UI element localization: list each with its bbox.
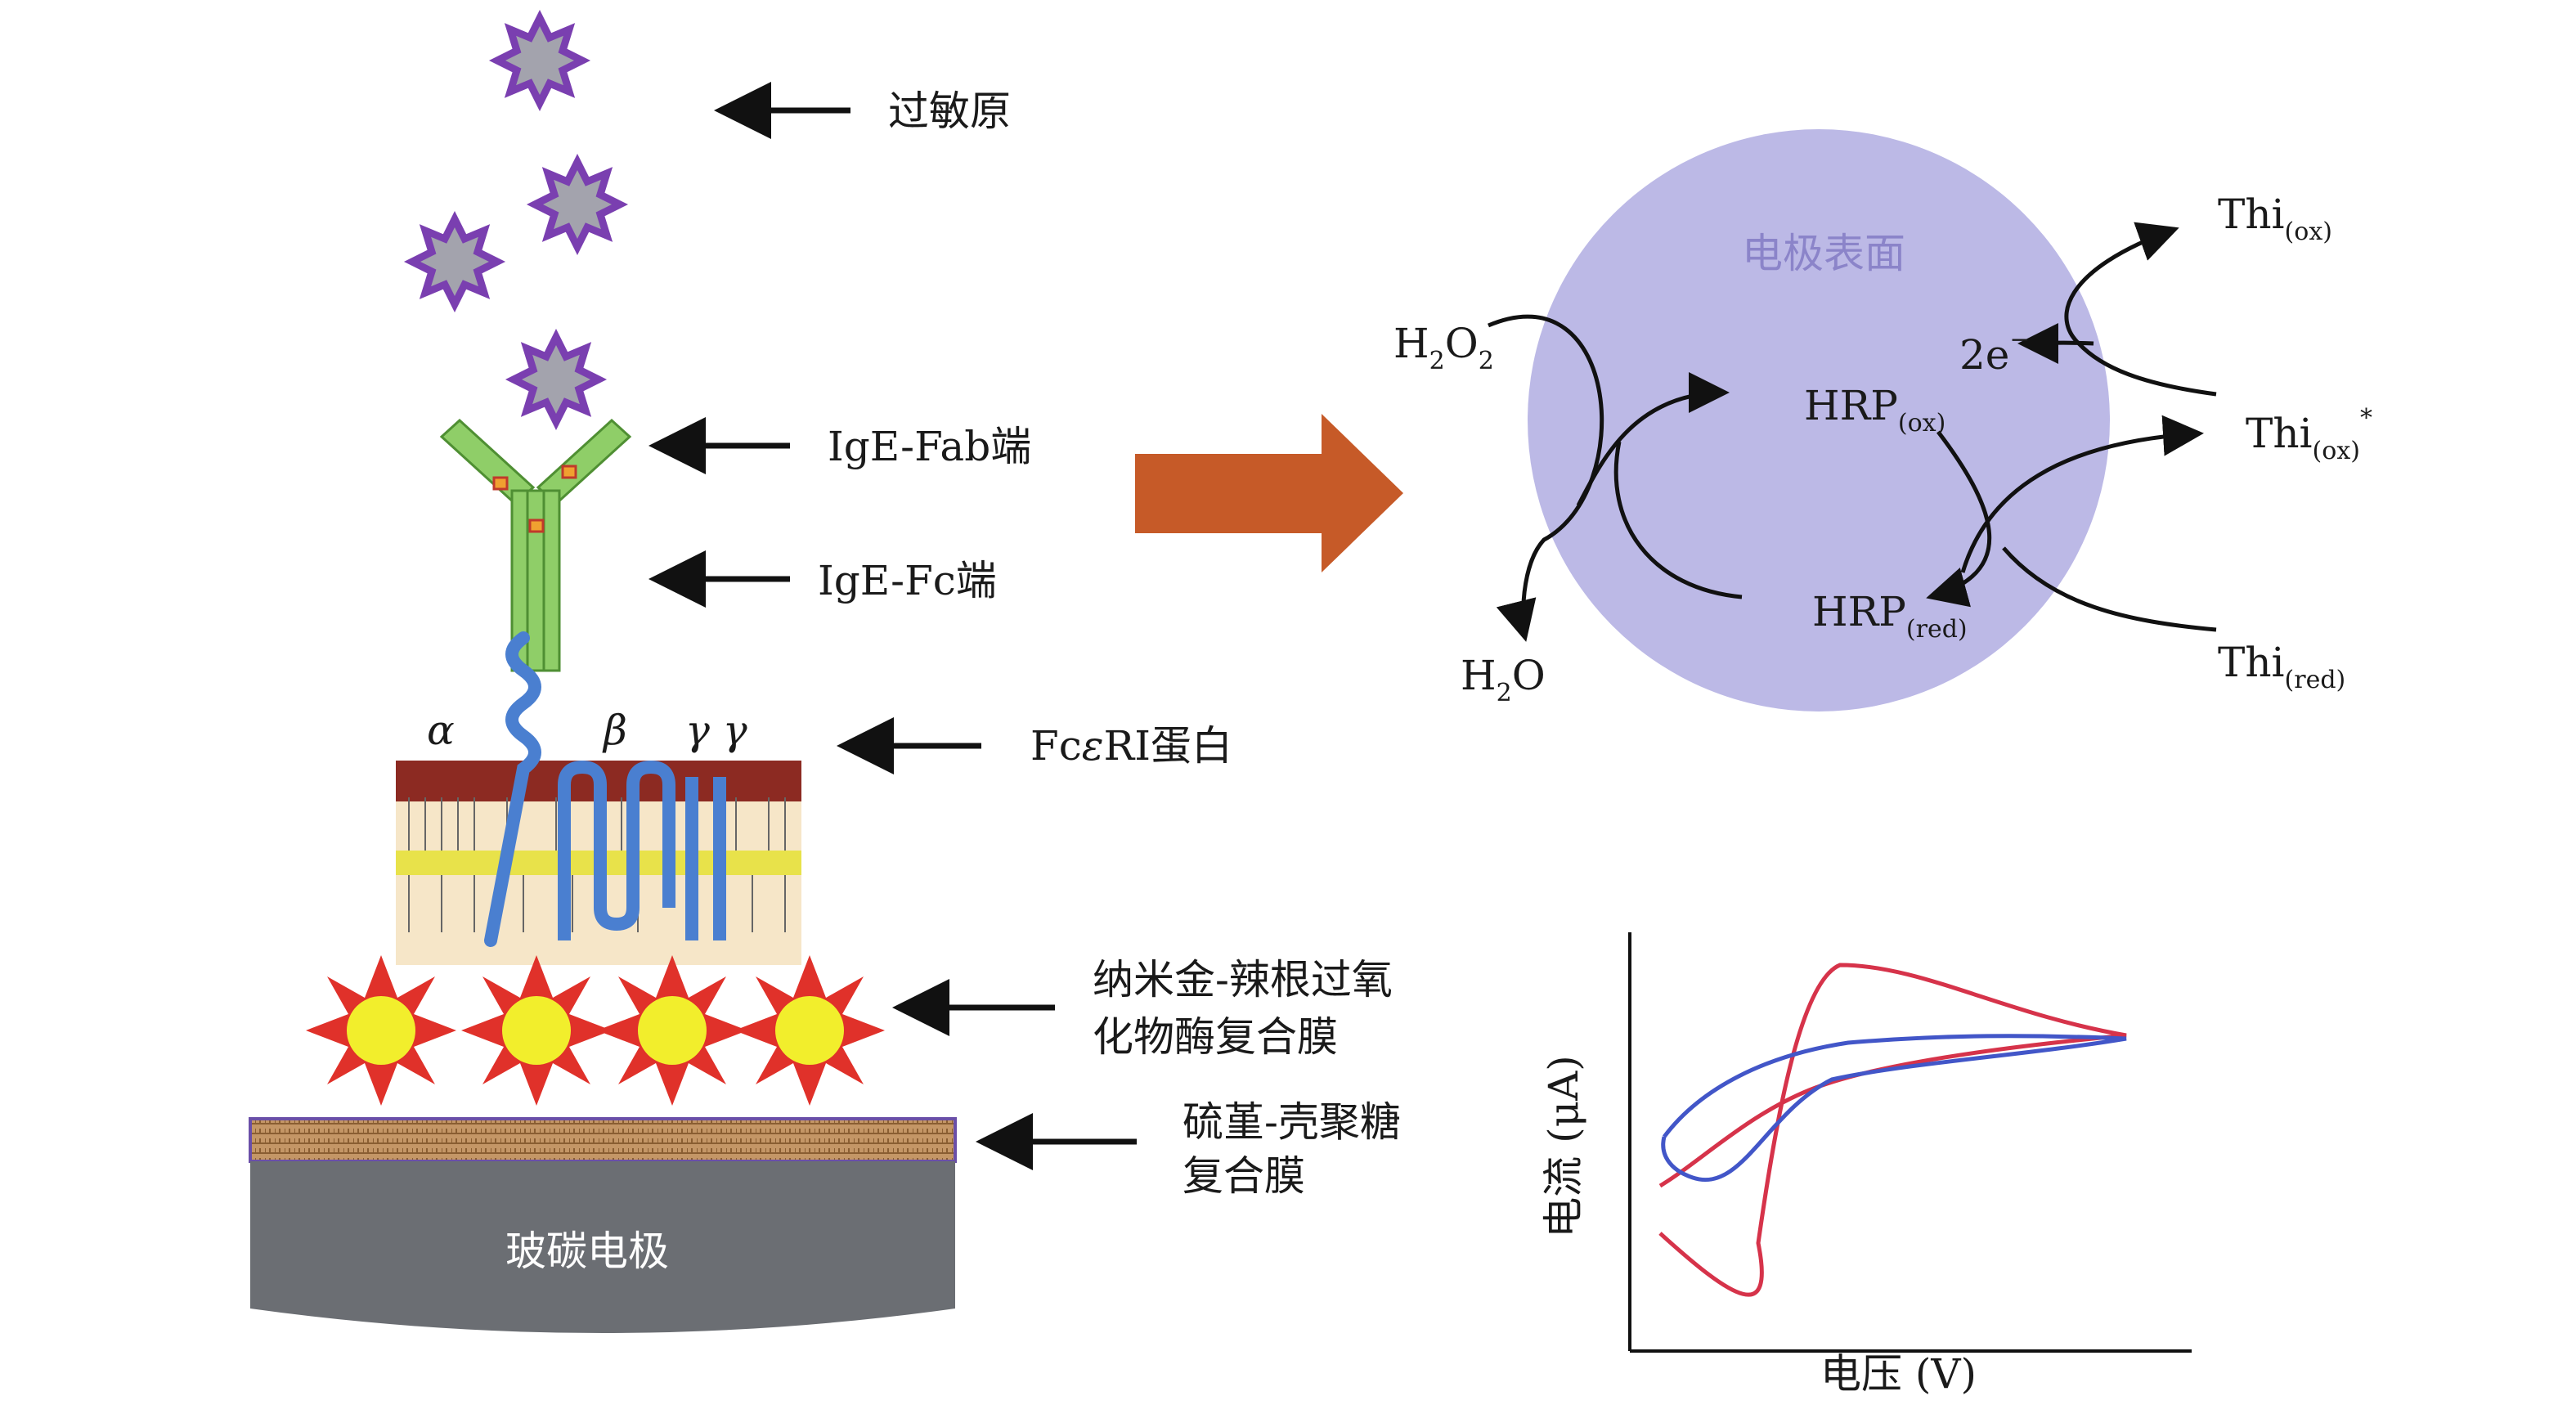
fceri-epsilon: ε (1081, 722, 1104, 770)
nanogold-label-line2: 化物酶复合膜 (1093, 1013, 1338, 1061)
transition-arrow (1135, 414, 1403, 572)
alpha-label: α (427, 707, 455, 754)
allergen-particle (526, 153, 629, 256)
thionine-film (249, 1117, 957, 1163)
thionine-label-line1: 硫堇-壳聚糖 (1183, 1098, 1401, 1146)
reaction-arrows (1488, 222, 2217, 642)
allergen-particle (488, 9, 591, 112)
gamma-label: γ γ (685, 707, 747, 754)
thi-ox-star-label: Thi(ox)* (2246, 404, 2372, 465)
beta-label: β (604, 707, 627, 754)
chart-ylabel: 电流 (μA) (1539, 1055, 1587, 1238)
h2o-label: H2O (1461, 652, 1546, 707)
fceri-suffix: RI蛋白 (1103, 722, 1232, 770)
fceri-prefix: Fc (1030, 722, 1082, 770)
ige-antibody (439, 418, 632, 672)
allergen-label: 过敏原 (888, 88, 1011, 135)
ige-fab-label: IgE-Fab端 (828, 423, 1032, 470)
gold-nanoparticle (597, 955, 747, 1106)
hrp-red-label: HRP(red) (1812, 588, 1968, 644)
pointer-arrows (648, 82, 1137, 1170)
allergen-particle (403, 210, 506, 313)
chart-xlabel: 电压 (V) (1820, 1350, 1977, 1398)
cv-curve-blue (1661, 1034, 2127, 1182)
electrode-surface-label: 电极表面 (1742, 230, 1905, 277)
nanogold-label-line1: 纳米金-辣根过氧 (1093, 956, 1393, 1003)
gold-nanoparticle (734, 955, 885, 1106)
thionine-label-line2: 复合膜 (1183, 1152, 1305, 1200)
nanogold-hrp-layer (306, 955, 885, 1106)
cell-membrane (396, 631, 801, 965)
electrons-label: 2e− (1959, 325, 2031, 379)
allergen-group (403, 9, 629, 431)
fceri-label: FcεRI蛋白 (1030, 720, 1232, 772)
cv-curve-red (1658, 963, 2127, 1297)
thi-red-label: Thi(red) (2218, 639, 2346, 694)
hrp-ox-label: HRP(ox) (1804, 382, 1946, 438)
h2o2-label: H2O2 (1393, 320, 1494, 375)
ige-fc-label: IgE-Fc端 (818, 557, 997, 604)
gold-nanoparticle (461, 955, 612, 1106)
glassy-carbon-electrode (250, 1161, 955, 1333)
allergen-particle (505, 328, 608, 431)
cv-chart (1628, 932, 2192, 1353)
thi-ox-label: Thi(ox) (2218, 191, 2332, 246)
electrode-label: 玻碳电极 (505, 1228, 669, 1275)
gold-nanoparticle (306, 955, 456, 1106)
